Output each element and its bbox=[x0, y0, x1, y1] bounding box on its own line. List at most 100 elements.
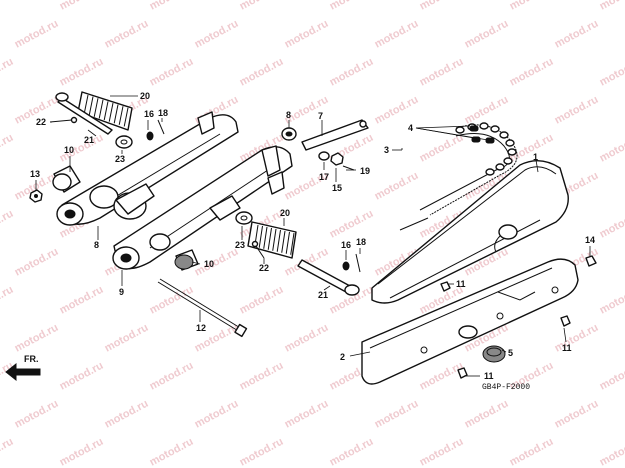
callout-21b: 21 bbox=[318, 290, 328, 300]
rubber-rib bbox=[83, 94, 89, 114]
watermark-text: motod.ru bbox=[58, 284, 106, 317]
spring-pin-18a bbox=[157, 119, 165, 135]
bolt-11c bbox=[457, 367, 468, 379]
callouts: 1 2 3 4 5 8 7 8 9 10 10 11 11 11 12 13 1… bbox=[30, 91, 595, 381]
watermark-text: motod.ru bbox=[598, 284, 625, 317]
watermark-text: motod.ru bbox=[238, 284, 286, 317]
watermark-text: motod.ru bbox=[373, 94, 421, 127]
callout-13: 13 bbox=[30, 169, 40, 179]
watermark-text: motod.ru bbox=[13, 246, 61, 279]
watermark-text: motod.ru bbox=[283, 18, 331, 51]
callout-22a: 22 bbox=[36, 117, 46, 127]
watermark-text: motod.ru bbox=[463, 398, 511, 431]
watermark-text: motod.ru bbox=[238, 436, 286, 468]
spring-pin-18b bbox=[355, 253, 361, 273]
rubber-rib bbox=[285, 231, 290, 254]
chain-link bbox=[495, 163, 505, 171]
watermark-text: motod.ru bbox=[13, 398, 61, 431]
watermark-text: motod.ru bbox=[148, 56, 196, 89]
swing-arm-right bbox=[112, 145, 293, 270]
watermark-text: motod.ru bbox=[148, 436, 196, 468]
watermark-text: motod.ru bbox=[58, 56, 106, 89]
callout-20a: 20 bbox=[140, 91, 150, 101]
watermark-text: motod.ru bbox=[283, 322, 331, 355]
callout-10b: 10 bbox=[204, 259, 214, 269]
leader-lines bbox=[35, 95, 591, 377]
swing-arm-left bbox=[56, 111, 239, 226]
footpeg-shaft-lower bbox=[297, 259, 360, 296]
callout-1: 1 bbox=[533, 152, 538, 162]
watermark-text: motod.ru bbox=[418, 436, 466, 468]
callout-3: 3 bbox=[384, 145, 389, 155]
rubber-rib bbox=[118, 106, 124, 125]
watermark-text: motod.ru bbox=[373, 398, 421, 431]
chain-link bbox=[507, 148, 517, 156]
chain-link bbox=[503, 157, 513, 165]
callout-11a: 11 bbox=[456, 279, 466, 289]
bolt-11b bbox=[560, 315, 571, 327]
watermark-text: motod.ru bbox=[13, 322, 61, 355]
watermark-text: motod.ru bbox=[553, 18, 601, 51]
callout-23b: 23 bbox=[235, 240, 245, 250]
watermark-text: motod.ru bbox=[598, 436, 625, 468]
callout-20b: 20 bbox=[280, 208, 290, 218]
watermark-text: motod.ru bbox=[238, 360, 286, 393]
callout-15: 15 bbox=[332, 183, 342, 193]
bolt-11a bbox=[440, 281, 451, 292]
callout-16b: 16 bbox=[341, 240, 351, 250]
pivot-bolt bbox=[157, 278, 248, 338]
watermark-text: motod.ru bbox=[0, 0, 15, 13]
watermark-text: motod.ru bbox=[0, 436, 15, 468]
brake-rod bbox=[301, 119, 369, 151]
front-arrow-icon bbox=[5, 362, 41, 382]
watermark-text: motod.ru bbox=[508, 0, 556, 13]
chain-case-upper bbox=[371, 160, 569, 304]
front-direction-indicator: FR. bbox=[5, 354, 41, 382]
chain-link bbox=[499, 131, 509, 139]
front-label: FR. bbox=[24, 354, 39, 364]
watermark-text: motod.ru bbox=[598, 56, 625, 89]
rubber-rib bbox=[88, 96, 94, 116]
watermark-text: motod.ru bbox=[58, 0, 106, 13]
callout-7: 7 bbox=[318, 111, 323, 121]
callout-22b: 22 bbox=[259, 263, 269, 273]
watermark-text: motod.ru bbox=[463, 94, 511, 127]
footpeg-shaft-upper bbox=[55, 92, 113, 135]
watermark-text: motod.ru bbox=[463, 18, 511, 51]
watermark-text: motod.ru bbox=[508, 436, 556, 468]
watermark-text: motod.ru bbox=[58, 360, 106, 393]
callout-11c: 11 bbox=[484, 371, 494, 381]
pin-22a bbox=[49, 116, 78, 124]
pin-22b bbox=[251, 240, 265, 259]
rubber-rib bbox=[113, 104, 119, 124]
watermark-text: motod.ru bbox=[0, 56, 15, 89]
rubber-rib bbox=[281, 230, 286, 253]
callout-10a: 10 bbox=[64, 145, 74, 155]
cotter-pin-16b bbox=[342, 261, 350, 271]
callout-17: 17 bbox=[319, 172, 329, 182]
watermark-text: motod.ru bbox=[193, 18, 241, 51]
watermark-text: motod.ru bbox=[418, 0, 466, 13]
watermark-text: motod.ru bbox=[328, 208, 376, 241]
watermark-text: motod.ru bbox=[328, 436, 376, 468]
footpeg-rubber-lower bbox=[247, 221, 297, 259]
chain-link bbox=[479, 122, 489, 130]
rubber-rib bbox=[272, 228, 277, 251]
callout-18a: 18 bbox=[158, 108, 168, 118]
watermark-text: motod.ru bbox=[58, 436, 106, 468]
washer-23a bbox=[115, 135, 133, 149]
cotter-pin-16a bbox=[146, 131, 154, 141]
watermark-text: motod.ru bbox=[373, 170, 421, 203]
watermark-text: motod.ru bbox=[148, 0, 196, 13]
watermark-text: motod.ru bbox=[283, 398, 331, 431]
callout-8: 8 bbox=[286, 110, 291, 120]
watermark-text: motod.ru bbox=[598, 360, 625, 393]
callout-9: 9 bbox=[119, 287, 124, 297]
watermark-text: motod.ru bbox=[103, 322, 151, 355]
watermark-text: motod.ru bbox=[598, 132, 625, 165]
watermark-text: motod.ru bbox=[373, 18, 421, 51]
rubber-rib bbox=[276, 229, 281, 252]
watermark-text: motod.ru bbox=[238, 56, 286, 89]
